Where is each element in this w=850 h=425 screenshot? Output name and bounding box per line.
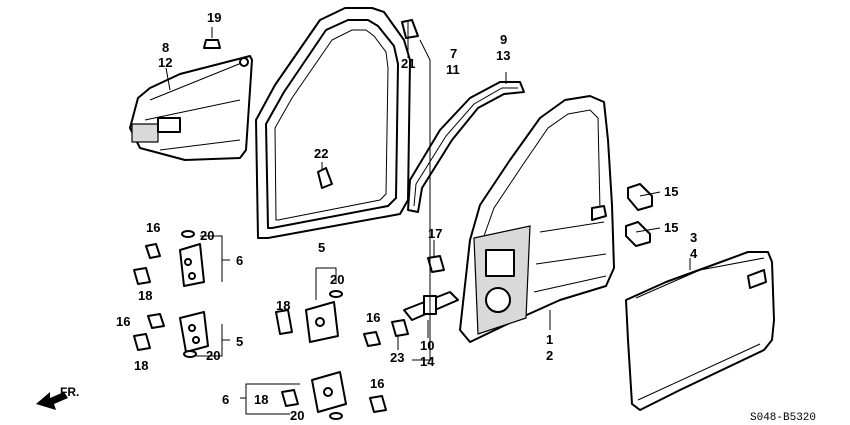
label-16-d: 16 (370, 376, 384, 391)
label-5-b: 5 (236, 334, 243, 349)
leader-lines (165, 22, 691, 415)
clip-22 (317, 167, 333, 189)
door-visor-panel (129, 55, 253, 161)
label-2: 2 (546, 348, 553, 363)
bolt-16-b (147, 313, 165, 329)
label-18-b: 18 (276, 298, 290, 313)
bolt-18-b (133, 333, 151, 351)
bolt-17 (427, 255, 445, 273)
label-22: 22 (314, 146, 328, 161)
label-11: 11 (446, 62, 460, 77)
label-18-c: 18 (134, 358, 148, 373)
bolt-18-d (281, 389, 299, 407)
label-20-d: 20 (290, 408, 304, 423)
label-18-d: 18 (254, 392, 268, 407)
upper-hinge (179, 243, 205, 287)
label-3: 3 (690, 230, 697, 245)
label-20-b: 20 (330, 272, 344, 287)
bumper-15-lower (625, 221, 651, 247)
diagram-code: S048-B5320 (750, 412, 816, 424)
label-20-c: 20 (206, 348, 220, 363)
clip-19 (203, 39, 221, 49)
label-4: 4 (690, 246, 698, 261)
washer-20-c (329, 290, 343, 298)
label-5-a: 5 (318, 240, 325, 255)
label-15-lower: 15 (664, 220, 678, 235)
clip-21 (401, 19, 419, 39)
bolt-18-c (275, 309, 293, 335)
label-15-upper: 15 (664, 184, 678, 199)
bolt-23 (391, 319, 409, 337)
label-6-a: 6 (236, 253, 243, 268)
label-8: 8 (162, 40, 169, 55)
label-10: 10 (420, 338, 434, 353)
bumper-15-upper (627, 183, 653, 211)
middle-hinge (305, 301, 339, 343)
label-21: 21 (401, 56, 415, 71)
bolt-16-c (363, 331, 381, 347)
door-outer-skin (625, 251, 775, 411)
label-17: 17 (428, 226, 442, 241)
front-door-shell (459, 95, 615, 343)
label-1: 1 (546, 332, 553, 347)
washer-20-b (183, 350, 197, 358)
bottom-hinge (311, 371, 347, 413)
label-19: 19 (207, 10, 221, 25)
opening-weatherstrip (255, 7, 411, 239)
label-16-b: 16 (116, 314, 130, 329)
direction-label: FR. (60, 385, 79, 399)
label-14: 14 (420, 354, 435, 369)
washer-20-a (181, 230, 195, 238)
door-checker (403, 291, 459, 321)
callout-labels: 19 8 12 7 11 21 9 13 22 15 15 3 4 1 2 16… (116, 10, 698, 423)
label-6-b: 6 (222, 392, 229, 407)
label-9: 9 (500, 32, 507, 47)
bolt-16-a (145, 243, 161, 259)
label-16-a: 16 (146, 220, 160, 235)
label-7: 7 (450, 46, 457, 61)
washer-20-d (329, 412, 343, 420)
bolt-18-a (133, 267, 151, 285)
label-20-a: 20 (200, 228, 214, 243)
label-23: 23 (390, 350, 404, 365)
label-16-c: 16 (366, 310, 380, 325)
label-13: 13 (496, 48, 510, 63)
label-12: 12 (158, 55, 172, 70)
front-direction-arrow (36, 392, 68, 410)
bolt-16-d (369, 395, 387, 413)
lower-hinge (179, 311, 209, 353)
run-channel (407, 81, 525, 213)
label-18-a: 18 (138, 288, 152, 303)
